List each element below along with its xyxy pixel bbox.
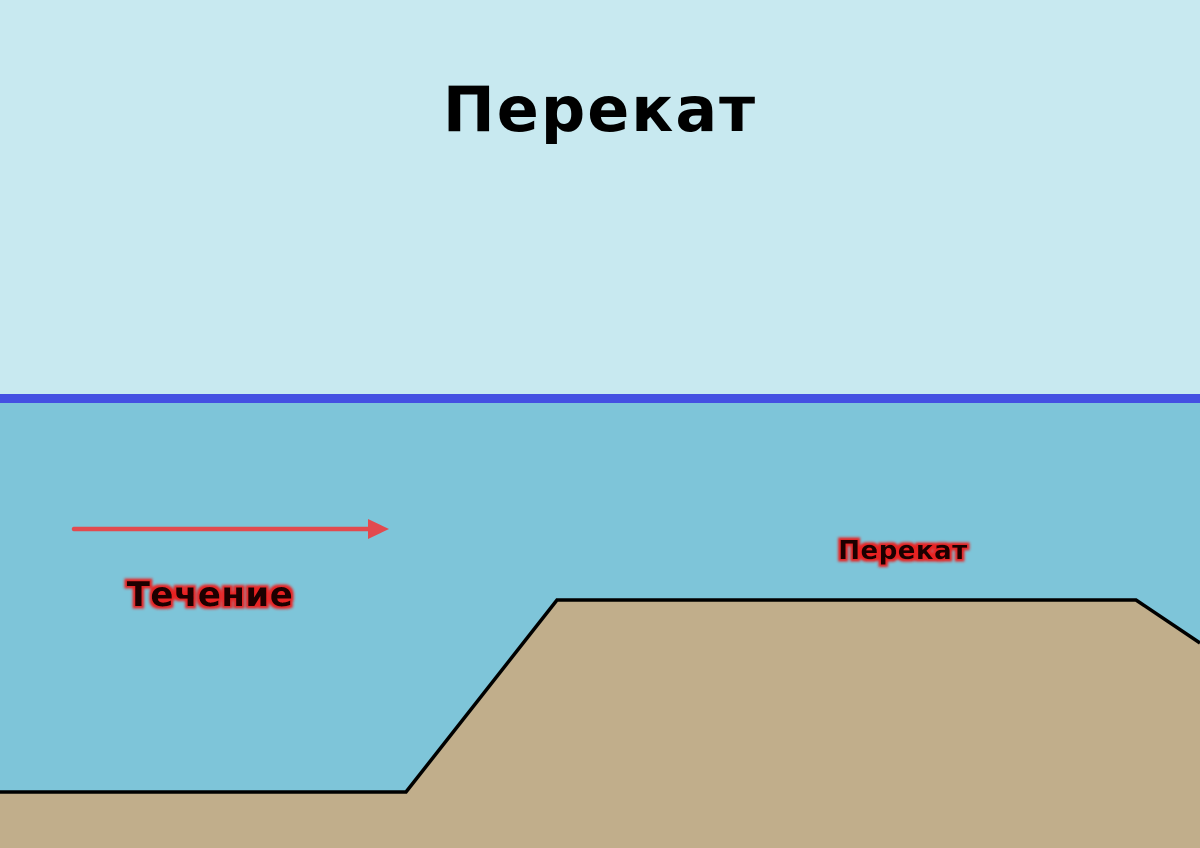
current-arrow [71,519,389,539]
current-label: Течение [127,575,294,615]
riverbed-outline [0,598,1200,794]
riffle-label: Перекат [838,536,967,566]
diagram-title: Перекат [443,73,757,146]
riverbed [0,600,1200,848]
water-surface-line [0,394,1200,403]
sky-area [0,0,1200,398]
